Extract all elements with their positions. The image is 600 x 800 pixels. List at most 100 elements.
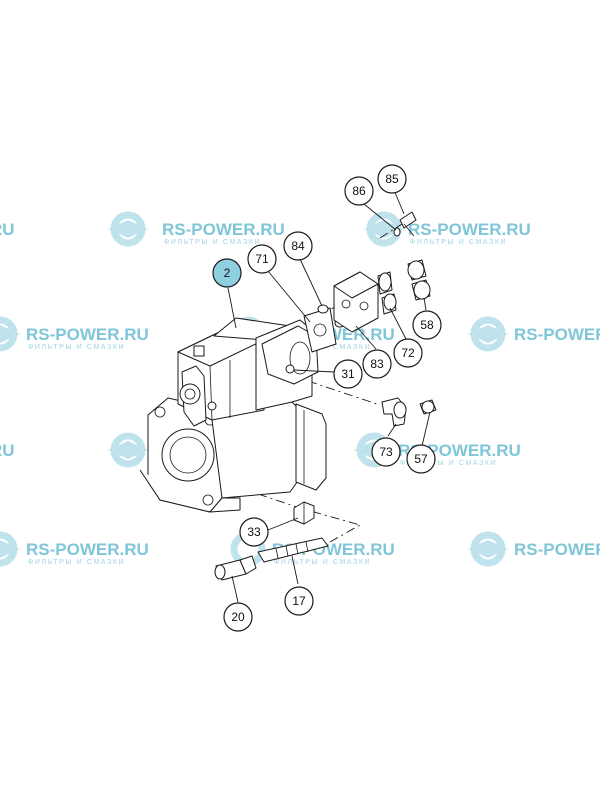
pump-housing bbox=[139, 317, 327, 513]
flange-bolt-hole bbox=[202, 494, 214, 506]
housing-side-plate bbox=[295, 403, 327, 491]
callout-label: 71 bbox=[255, 252, 269, 266]
callout-circle bbox=[223, 602, 253, 632]
watermark-right-top: RS-POWER.RU ФИЛЬТРЫ И СМАЗКИ bbox=[364, 211, 531, 247]
actuator-nut bbox=[207, 401, 217, 411]
callout-circle bbox=[247, 244, 277, 274]
leader-lines bbox=[227, 189, 431, 603]
plug-57 bbox=[419, 399, 437, 415]
actuator-pivot bbox=[179, 383, 201, 405]
leader-20 bbox=[231, 575, 239, 603]
leader-85 bbox=[393, 189, 405, 215]
callout-label: 72 bbox=[401, 346, 415, 360]
watermark-brand-fragment: RS-POWER bbox=[514, 540, 600, 559]
watermark-brand-fragment: RU bbox=[0, 441, 15, 460]
watermark-left-top: RU bbox=[0, 220, 15, 239]
callout-label: 33 bbox=[247, 525, 261, 539]
callout-circle bbox=[377, 164, 407, 194]
watermark-tagline: ФИЛЬТРЫ И СМАЗКИ bbox=[274, 559, 371, 566]
callouts: 2 71 84 86 85 58 72 83 bbox=[212, 164, 442, 632]
callout-label: 2 bbox=[224, 266, 231, 280]
callout-31[interactable]: 31 bbox=[333, 359, 363, 389]
axis-fitting-73 bbox=[289, 374, 381, 406]
top-plug bbox=[193, 345, 205, 357]
callout-circle bbox=[412, 310, 442, 340]
watermark-left-mid: RS-POWER.RU ФИЛЬТРЫ И СМАЗКИ bbox=[0, 316, 149, 352]
fittings-72 bbox=[377, 271, 397, 315]
leader-71 bbox=[267, 270, 311, 323]
caps-58 bbox=[407, 259, 431, 301]
watermark-logo-icon bbox=[108, 432, 148, 468]
callout-85[interactable]: 85 bbox=[377, 164, 407, 194]
callout-circle bbox=[333, 359, 363, 389]
callout-label: 84 bbox=[291, 239, 305, 253]
callout-label: 58 bbox=[420, 318, 434, 332]
callout-71[interactable]: 71 bbox=[247, 244, 277, 274]
callout-label: 31 bbox=[341, 367, 355, 381]
leader-72 bbox=[389, 307, 407, 340]
callout-73[interactable]: 73 bbox=[371, 437, 401, 467]
callout-83[interactable]: 83 bbox=[362, 349, 392, 379]
leader-58 bbox=[423, 297, 427, 311]
callout-circle bbox=[212, 258, 242, 288]
actuator-pivot-inner bbox=[184, 388, 196, 400]
axis-screw-85 bbox=[379, 221, 406, 239]
bolt-33 bbox=[293, 501, 315, 525]
watermark-tagline: ФИЛЬТРЫ И СМАЗКИ bbox=[410, 239, 507, 246]
flange-bolt-hole bbox=[154, 406, 166, 418]
leader-86 bbox=[363, 203, 397, 231]
watermark-brand: RS-POWER.RU bbox=[408, 220, 531, 239]
callout-circle bbox=[362, 349, 392, 379]
callout-84[interactable]: 84 bbox=[283, 231, 313, 261]
watermark-logo-icon bbox=[0, 316, 20, 352]
axis-shaft-17 bbox=[329, 524, 361, 543]
watermark-logo-icon bbox=[468, 531, 508, 567]
callout-circle bbox=[406, 444, 436, 474]
leader-73 bbox=[387, 423, 397, 437]
watermark-tagline: ФИЛЬТРЫ И СМАЗКИ bbox=[164, 239, 261, 246]
callout-33[interactable]: 33 bbox=[239, 517, 269, 547]
sleeve-20 bbox=[214, 555, 257, 581]
watermark-right-bottom: RS-POWER bbox=[468, 531, 600, 567]
watermark-brand: RS-POWER.RU bbox=[26, 540, 149, 559]
callout-circle bbox=[239, 517, 269, 547]
valve-block-83 bbox=[333, 271, 379, 333]
callout-label: 85 bbox=[385, 172, 399, 186]
watermark-brand: RS-POWER.RU bbox=[26, 325, 149, 344]
callout-label: 17 bbox=[292, 594, 306, 608]
leader-33 bbox=[267, 517, 299, 531]
callout-circle bbox=[344, 176, 374, 206]
watermark-brand-fragment: RU bbox=[0, 220, 15, 239]
watermark-tagline: ФИЛЬТРЫ И СМАЗКИ bbox=[400, 460, 497, 467]
leader-84 bbox=[299, 258, 323, 307]
watermark-brand: RS-POWER.RU bbox=[162, 220, 285, 239]
housing-base bbox=[139, 469, 241, 513]
watermark-right-mid: RS-POWER bbox=[468, 316, 600, 352]
callout-label: 86 bbox=[352, 184, 366, 198]
callout-circle bbox=[283, 231, 313, 261]
callout-72[interactable]: 72 bbox=[393, 338, 423, 368]
shaft-17 bbox=[257, 537, 329, 563]
callout-label: 73 bbox=[379, 445, 393, 459]
callout-20[interactable]: 20 bbox=[223, 602, 253, 632]
callout-58[interactable]: 58 bbox=[412, 310, 442, 340]
o-ring-84 bbox=[317, 304, 329, 314]
leader-57 bbox=[421, 411, 431, 447]
callout-86[interactable]: 86 bbox=[344, 176, 374, 206]
callout-17[interactable]: 17 bbox=[284, 586, 314, 616]
watermark-tagline: ФИЛЬТРЫ И СМАЗКИ bbox=[28, 344, 125, 351]
leader-17 bbox=[291, 555, 299, 585]
elbow-fitting-73 bbox=[381, 397, 407, 427]
callout-2[interactable]: 2 bbox=[212, 258, 242, 288]
leader-83 bbox=[355, 325, 377, 350]
watermark-left-bottom: RS-POWER.RU ФИЛЬТРЫ И СМАЗКИ bbox=[0, 531, 149, 567]
watermark-center-top: RS-POWER.RU ФИЛЬТРЫ И СМАЗКИ bbox=[108, 211, 285, 247]
watermark-tagline: ФИЛЬТРЫ И СМАЗКИ bbox=[28, 559, 125, 566]
watermark-brand-fragment: RS-POWER bbox=[514, 325, 600, 344]
flange-bore-inner bbox=[169, 436, 207, 474]
leader-2 bbox=[227, 287, 237, 329]
callout-57[interactable]: 57 bbox=[406, 444, 436, 474]
watermark-logo-icon bbox=[0, 531, 20, 567]
watermark-left-low: RU bbox=[0, 441, 15, 460]
